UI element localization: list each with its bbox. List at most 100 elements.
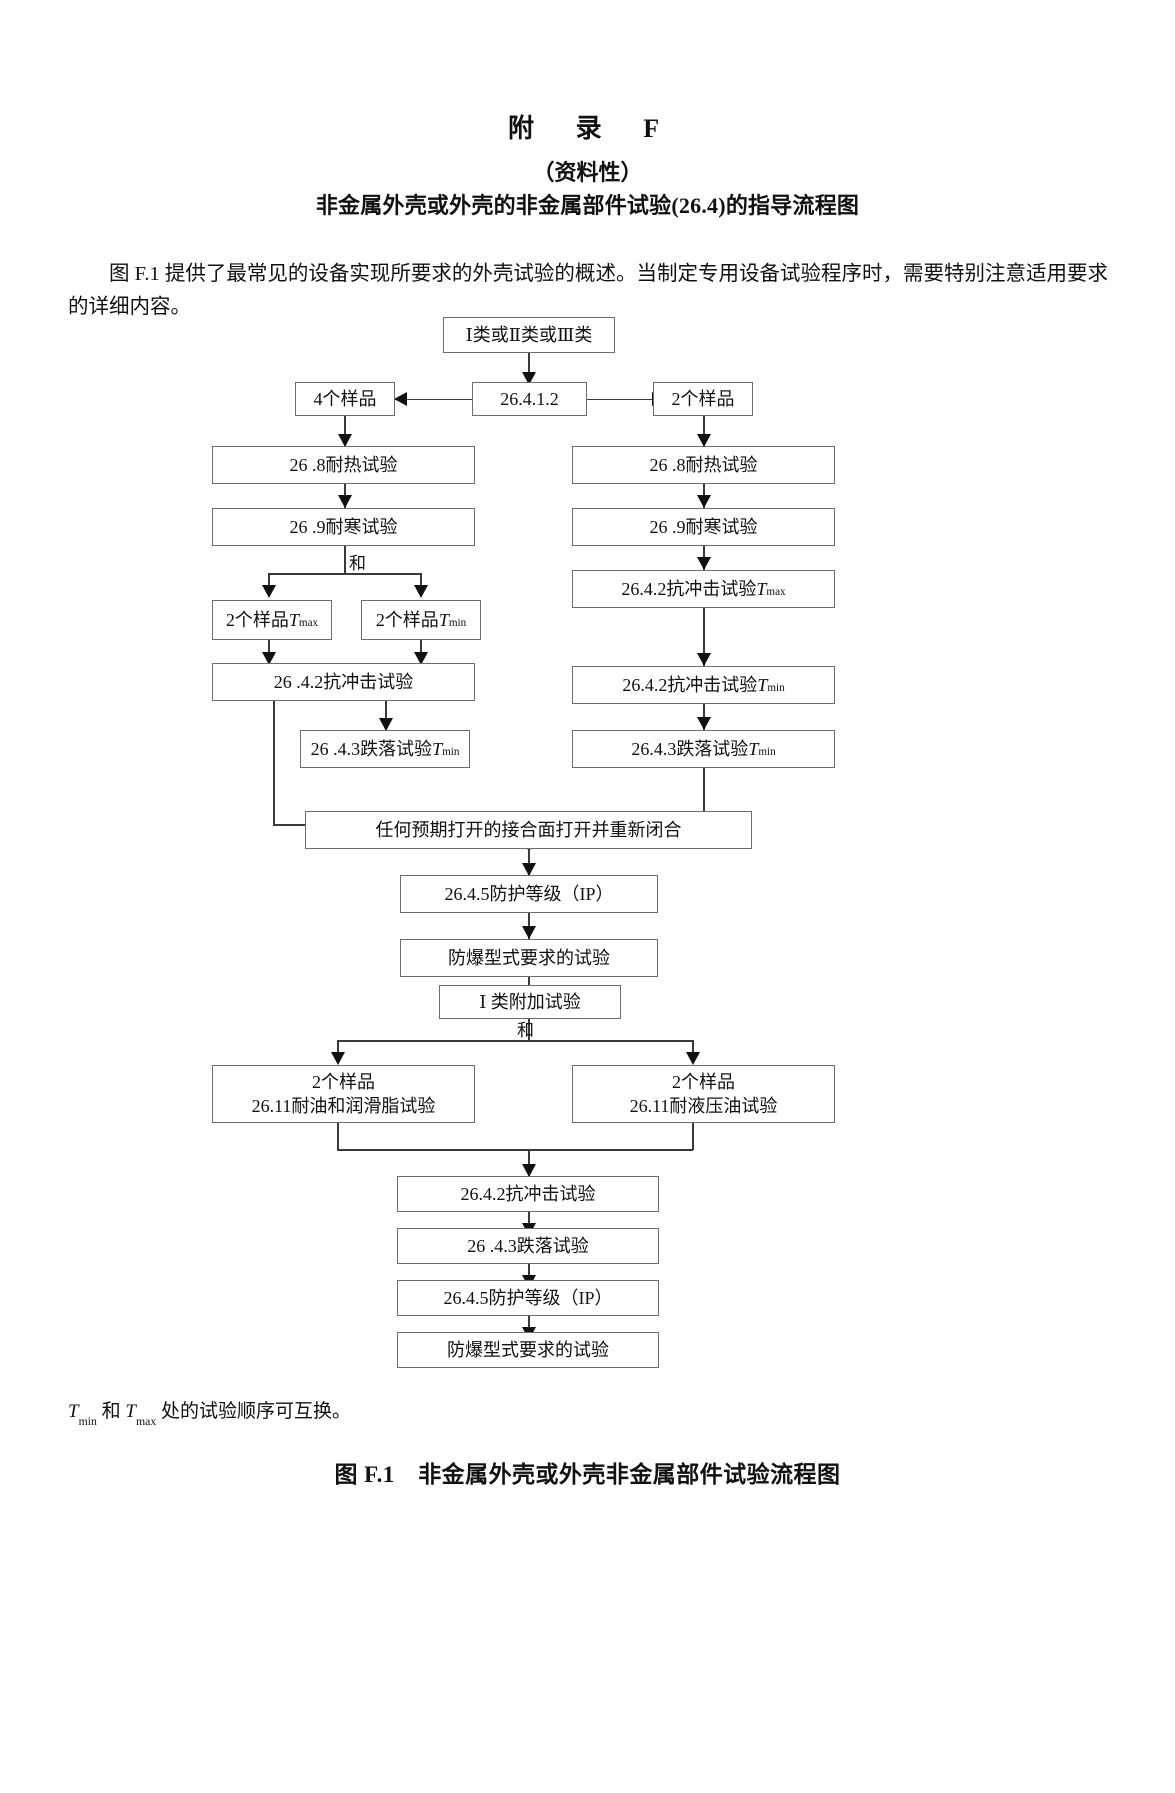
connector-oil-merge (337, 1123, 339, 1150)
subscript-min: min (448, 617, 467, 630)
node-left-heat-test: 26 .8耐热试验 (212, 446, 475, 484)
subscript-max-impact-right: max (766, 586, 786, 599)
node-right-impact-tmin-text: 26.4.2抗冲击试验 (622, 674, 758, 695)
arrow-right-samples-heat (696, 434, 711, 447)
note-conjunction: 和 (96, 1401, 126, 1422)
connector-split-right (587, 398, 665, 400)
node-right-samples: 2个样品 (653, 382, 753, 416)
arrow-right-cold-impactmax (696, 557, 711, 570)
node-start: Ⅰ类或Ⅱ类或Ⅲ类 (443, 317, 615, 353)
connector-bottom-merge-bar (337, 1149, 693, 1151)
node-left-cold-test: 26 .9耐寒试验 (212, 508, 475, 546)
node-left-impact-test: 26 .4.2抗冲击试验 (212, 663, 475, 701)
node-right-heat-test: 26 .8耐热试验 (572, 446, 835, 484)
node-left-samples: 4个样品 (295, 382, 395, 416)
node-class1-additional: Ⅰ 类附加试验 (439, 985, 621, 1019)
node-clause-26-4-1-2: 26.4.1.2 (472, 382, 587, 416)
arrow-class1-branch-left (330, 1052, 345, 1065)
node-joint-reopen: 任何预期打开的接合面打开并重新闭合 (305, 811, 752, 849)
symbol-t-min-impact-right: T (757, 674, 768, 695)
connector-right-drop-merge (703, 768, 705, 825)
arrow-left-impact-drop (378, 718, 393, 731)
arrow-left-heat-cold (337, 495, 352, 508)
connector-class1-down (528, 1019, 530, 1041)
arrow-class1-branch-right (685, 1052, 700, 1065)
appendix-subject: 非金属外壳或外壳的非金属部件试验(26.4)的指导流程图 (315, 193, 860, 218)
arrow-left-branch-tmax (261, 585, 276, 598)
connector-joint-ip (528, 849, 530, 876)
symbol-t-min: T (438, 609, 449, 630)
connector-left-impact-drop (385, 701, 387, 731)
appendix-kind: （资料性） (532, 160, 643, 185)
node-oil-grease-test: 2个样品 26.11耐油和润滑脂试验 (212, 1065, 475, 1123)
node-hydraulic-line2: 26.11耐液压油试验 (629, 1096, 778, 1116)
node-ip-rating: 26.4.5防护等级（IP） (400, 875, 658, 913)
note-symbol-tmin: T (68, 1401, 79, 1422)
connector-hydraulic-merge (692, 1123, 694, 1150)
arrow-tmin-impact (413, 652, 428, 665)
node-left-drop-text: 26 .4.3跌落试验 (310, 738, 433, 759)
subscript-min-drop-left: min (442, 746, 460, 759)
page-title: 附 录 F (508, 114, 667, 143)
node-right-impact-tmax-text: 26.4.2抗冲击试验 (621, 578, 757, 599)
subscript-max: max (298, 617, 319, 630)
node-oil-grease-line1: 2个样品 (312, 1071, 375, 1092)
node-left-sample-tmin-text: 2个样品 (375, 609, 439, 630)
arrow-joint-ip (521, 863, 536, 876)
arrow-right-impactmin-drop (696, 717, 711, 730)
node-left-sample-tmax-text: 2个样品 (225, 609, 289, 630)
subscript-min-drop-right: min (758, 746, 776, 759)
arrow-tmax-impact (261, 652, 276, 665)
figure-note: Tmin 和 Tmax 处的试验顺序可互换。 (68, 1396, 968, 1429)
connector-class1-branch-left (337, 1040, 339, 1060)
connector-left-samples-heat (344, 416, 346, 447)
node-hydraulic-oil-test: 2个样品 26.11耐液压油试验 (572, 1065, 835, 1123)
connector-class1-branch-right (692, 1040, 694, 1060)
connector-class1-branch-bar (337, 1040, 693, 1042)
flowchart: Ⅰ类或Ⅱ类或Ⅲ类 26.4.1.2 4个样品 2个样品 26 .8耐热试验 26… (0, 300, 1175, 1368)
symbol-t-min-drop-right: T (748, 738, 759, 759)
connector-left-cold-down (344, 546, 346, 574)
connector-explosion-class1 (528, 977, 530, 986)
arrow-left-samples-heat (337, 434, 352, 447)
node-final-explosion-test: 防爆型式要求的试验 (397, 1332, 659, 1368)
connector-tmin-impact (420, 640, 422, 662)
edge-label-and-left: 和 (349, 554, 366, 573)
connector-right-impactmax-impactmin (703, 608, 705, 666)
node-oil-grease-line2: 26.11耐油和润滑脂试验 (251, 1096, 436, 1116)
connector-start-split (528, 353, 530, 383)
connector-left-branch-tmax (268, 573, 270, 593)
arrow-left-branch-tmin (413, 585, 428, 598)
symbol-t-min-drop-left: T (432, 738, 443, 759)
figure-caption: 图 F.1 非金属外壳或外壳非金属部件试验流程图 (334, 1462, 841, 1487)
arrow-right-heat-cold (696, 495, 711, 508)
connector-left-bypass (273, 701, 275, 825)
node-final-ip-rating: 26.4.5防护等级（IP） (397, 1280, 659, 1316)
note-subscript-max: max (135, 1415, 157, 1429)
arrow-ip-explosion (521, 926, 536, 939)
connector-right-samples-heat (703, 416, 705, 447)
connector-split-left (394, 398, 472, 400)
node-right-drop-text: 26.4.3跌落试验 (631, 738, 749, 759)
connector-bottom-merge-down (528, 1149, 530, 1177)
symbol-t-max: T (288, 609, 299, 630)
arrow-split-left (394, 392, 407, 406)
node-hydraulic-line1: 2个样品 (672, 1071, 735, 1092)
subscript-min-impact-right: min (767, 682, 785, 695)
note-symbol-tmax: T (125, 1401, 136, 1422)
node-right-cold-test: 26 .9耐寒试验 (572, 508, 835, 546)
node-final-drop-test: 26 .4.3跌落试验 (397, 1228, 659, 1264)
intro-paragraph: 图 F.1 提供了最常见的设备实现所要求的外壳试验的概述。当制定专用设备试验程序… (68, 263, 1108, 318)
node-explosion-type-test: 防爆型式要求的试验 (400, 939, 658, 977)
connector-left-branch-tmin (420, 573, 422, 593)
edge-label-and-class1: 和 (517, 1021, 534, 1040)
note-tail-text: 处的试验顺序可互换。 (156, 1401, 352, 1422)
node-final-impact-test: 26.4.2抗冲击试验 (397, 1176, 659, 1212)
